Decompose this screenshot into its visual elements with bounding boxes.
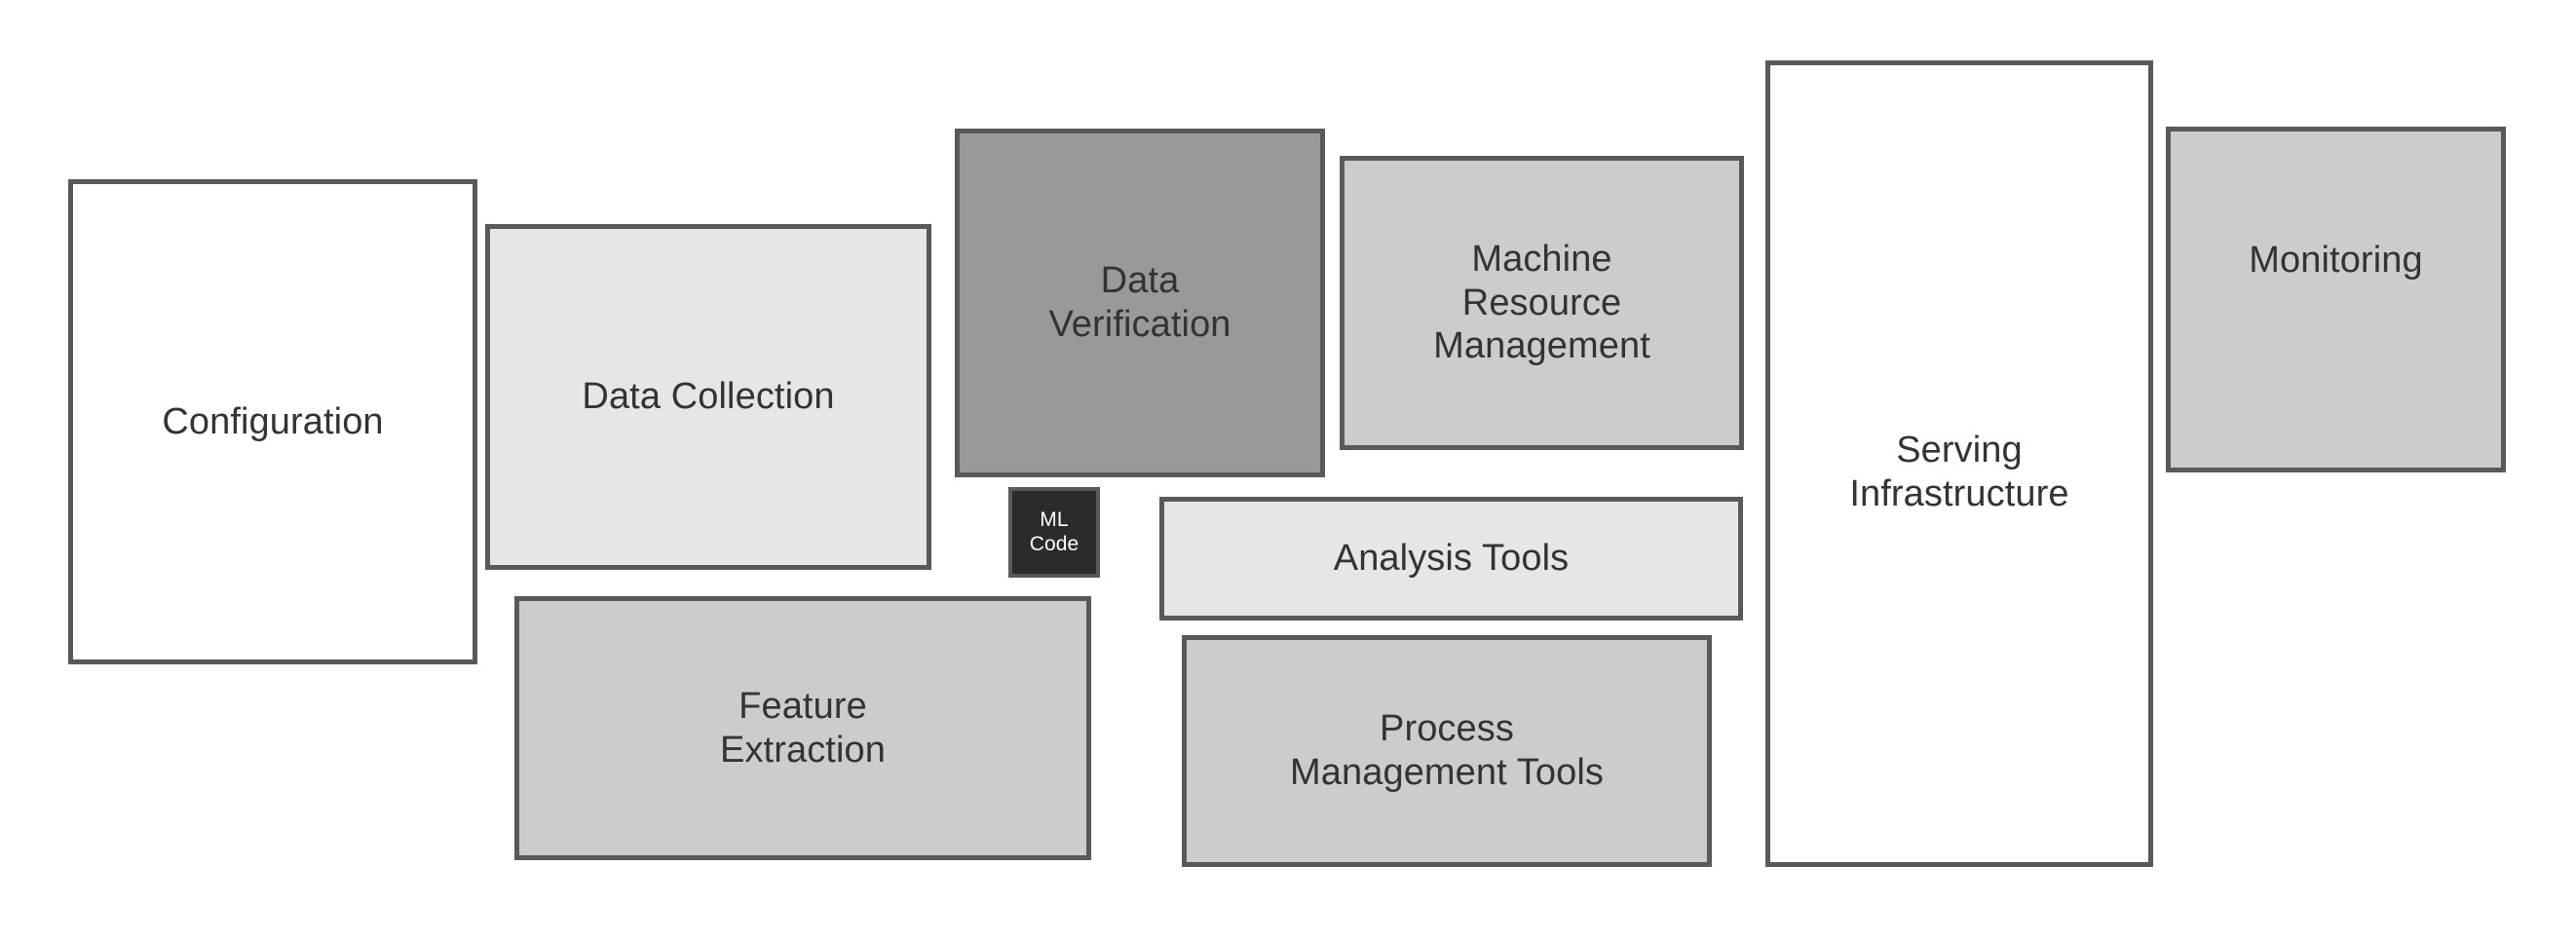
node-data-collection[interactable]: Data Collection — [485, 224, 931, 570]
node-analysis-tools[interactable]: Analysis Tools — [1159, 497, 1743, 621]
node-machine-resource-management[interactable]: Machine Resource Management — [1340, 156, 1744, 450]
node-label-ml-code: ML Code — [1029, 508, 1080, 555]
node-monitoring[interactable]: Monitoring — [2166, 127, 2506, 472]
node-configuration[interactable]: Configuration — [68, 179, 477, 664]
node-data-verification[interactable]: Data Verification — [955, 129, 1325, 477]
node-feature-extraction[interactable]: Feature Extraction — [514, 596, 1091, 860]
node-label-data-verification: Data Verification — [1048, 260, 1231, 345]
node-process-management-tools[interactable]: Process Management Tools — [1182, 635, 1712, 867]
node-label-process-management-tools: Process Management Tools — [1290, 708, 1604, 793]
node-ml-code[interactable]: ML Code — [1008, 487, 1100, 578]
node-label-monitoring: Monitoring — [2249, 240, 2423, 281]
node-label-data-collection: Data Collection — [582, 376, 835, 418]
node-label-analysis-tools: Analysis Tools — [1333, 538, 1570, 580]
node-label-configuration: Configuration — [162, 400, 384, 442]
node-serving-infrastructure[interactable]: Serving Infrastructure — [1765, 60, 2153, 867]
node-label-feature-extraction: Feature Extraction — [720, 685, 886, 771]
node-label-serving-infrastructure: Serving Infrastructure — [1849, 430, 2069, 514]
node-label-machine-resource-management: Machine Resource Management — [1433, 238, 1650, 367]
